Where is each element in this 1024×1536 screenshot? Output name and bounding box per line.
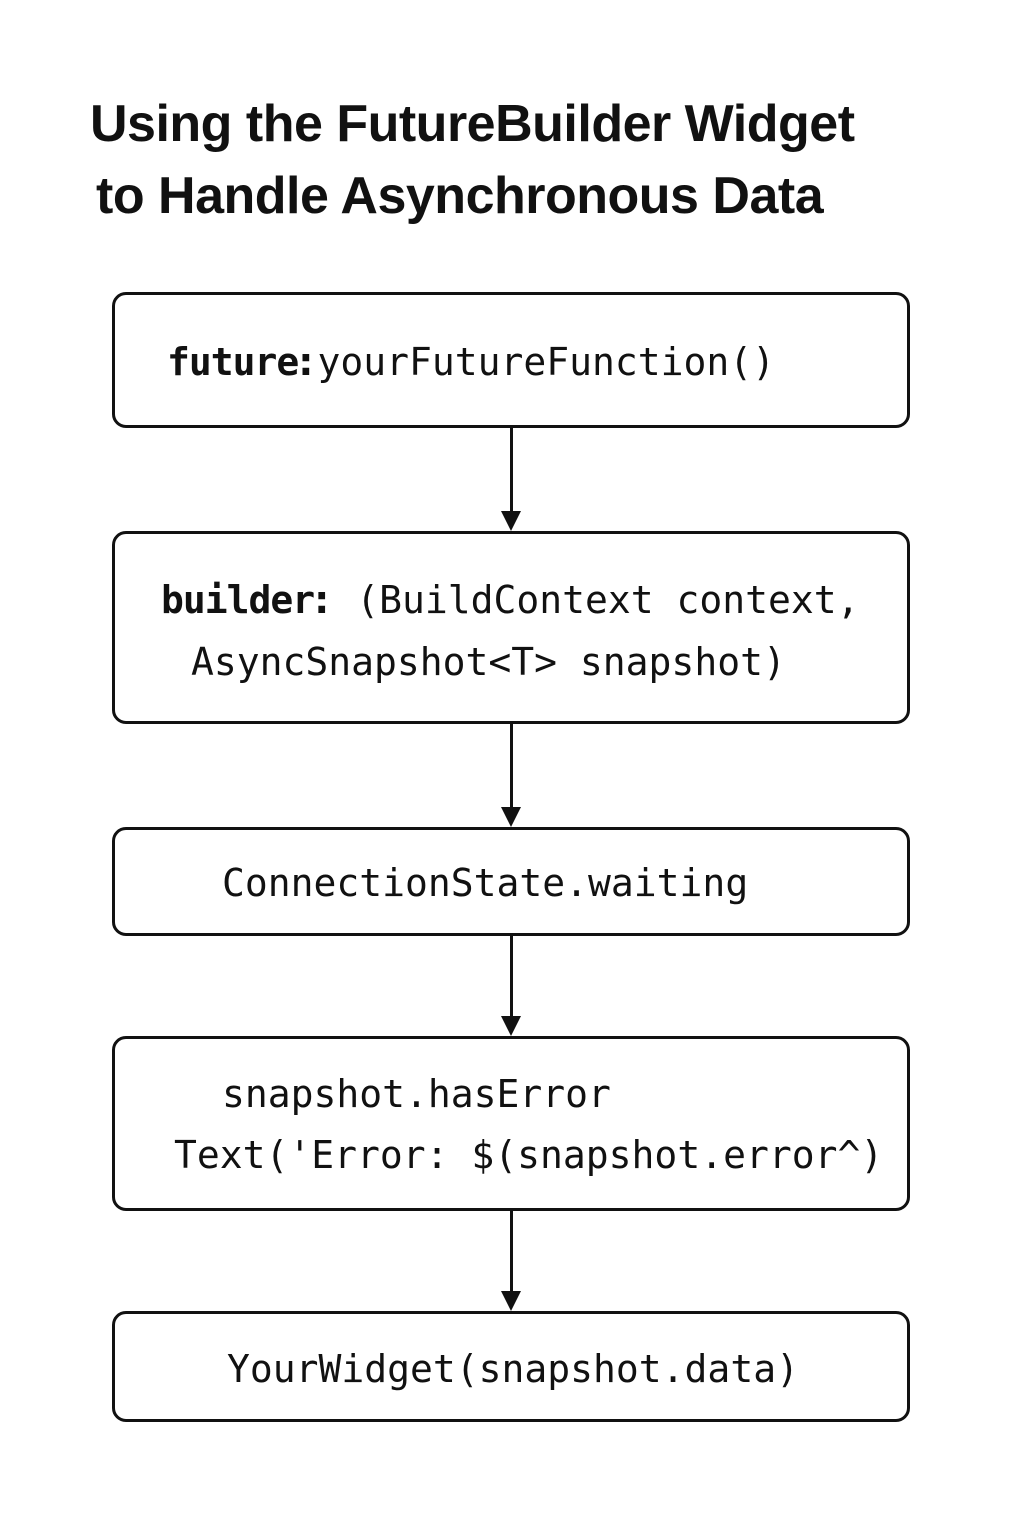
has-error-line-1: snapshot.hasError xyxy=(222,1072,611,1116)
arrow-1-head xyxy=(501,511,521,531)
has-error-line-2: Text('Error: $(snapshot.error^) xyxy=(174,1133,884,1177)
arrow-3-line xyxy=(510,936,513,1018)
waiting-node: ConnectionState.waiting xyxy=(112,827,910,936)
arrow-2-line xyxy=(510,724,513,809)
future-node-text: future:yourFutureFunction() xyxy=(167,340,776,384)
builder-params-line-2: AsyncSnapshot<T> snapshot) xyxy=(191,640,786,684)
your-widget-text: YourWidget(snapshot.data) xyxy=(227,1347,799,1391)
future-keyword: future xyxy=(167,340,299,384)
builder-params-line-1: (BuildContext context, xyxy=(356,578,860,622)
builder-keyword: builder xyxy=(161,578,315,622)
your-widget-node: YourWidget(snapshot.data) xyxy=(112,1311,910,1422)
future-node: future:yourFutureFunction() xyxy=(112,292,910,428)
builder-node: builder: (BuildContext context, AsyncSna… xyxy=(112,531,910,724)
title-line-1: Using the FutureBuilder Widget xyxy=(90,95,855,153)
builder-node-line-1: builder: (BuildContext context, xyxy=(161,578,860,622)
title-line-2: to Handle Asynchronous Data xyxy=(96,167,824,225)
arrow-4-head xyxy=(501,1291,521,1311)
arrow-2-head xyxy=(501,807,521,827)
future-value: yourFutureFunction() xyxy=(317,340,776,384)
arrow-1-line xyxy=(510,428,513,513)
arrow-3-head xyxy=(501,1016,521,1036)
waiting-node-text: ConnectionState.waiting xyxy=(222,861,749,905)
diagram-title: Using the FutureBuilder Widget to Handle… xyxy=(90,88,990,232)
arrow-4-line xyxy=(510,1211,513,1293)
has-error-node: snapshot.hasError Text('Error: $(snapsho… xyxy=(112,1036,910,1211)
